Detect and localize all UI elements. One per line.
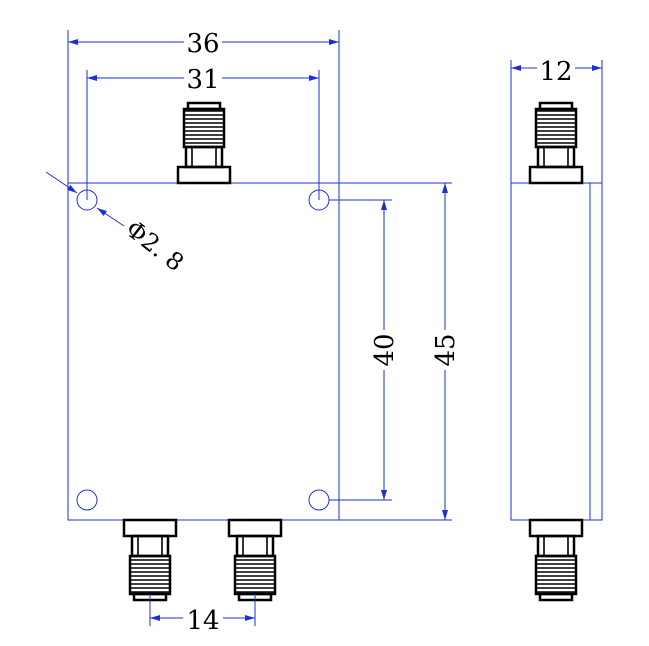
dimension-overall-width: 36 [67,28,340,183]
side-view [510,101,603,602]
hole-diameter-label: Φ2. 8 [120,215,189,277]
overall-height-label: 45 [431,333,461,366]
dimension-overall-height: 45 [339,182,461,521]
thickness-label: 12 [539,57,572,87]
dimension-hole-pitch-vertical: 40 [329,199,400,501]
side-connector-top-icon [528,101,584,185]
hole-pitch-vertical-label: 40 [370,333,400,366]
dimension-connector-pitch: 14 [149,594,256,636]
overall-width-label: 36 [186,29,219,59]
output-connector-right-icon [227,518,283,602]
output-connector-left-icon [122,518,178,602]
side-connector-bottom-icon [528,518,584,602]
hole-pitch-horizontal-label: 31 [186,65,219,95]
dimension-thickness: 12 [510,55,603,183]
mounting-hole-bottom-left [76,489,98,511]
dimension-hole-diameter: Φ2. 8 [45,171,189,277]
mounting-hole-bottom-right [308,489,330,511]
input-connector-icon [176,101,232,185]
dimension-hole-pitch-horizontal: 31 [86,64,320,200]
connector-pitch-label: 14 [186,606,219,636]
side-body-outline [510,182,603,521]
front-view [67,101,340,602]
front-body-outline [67,182,340,521]
